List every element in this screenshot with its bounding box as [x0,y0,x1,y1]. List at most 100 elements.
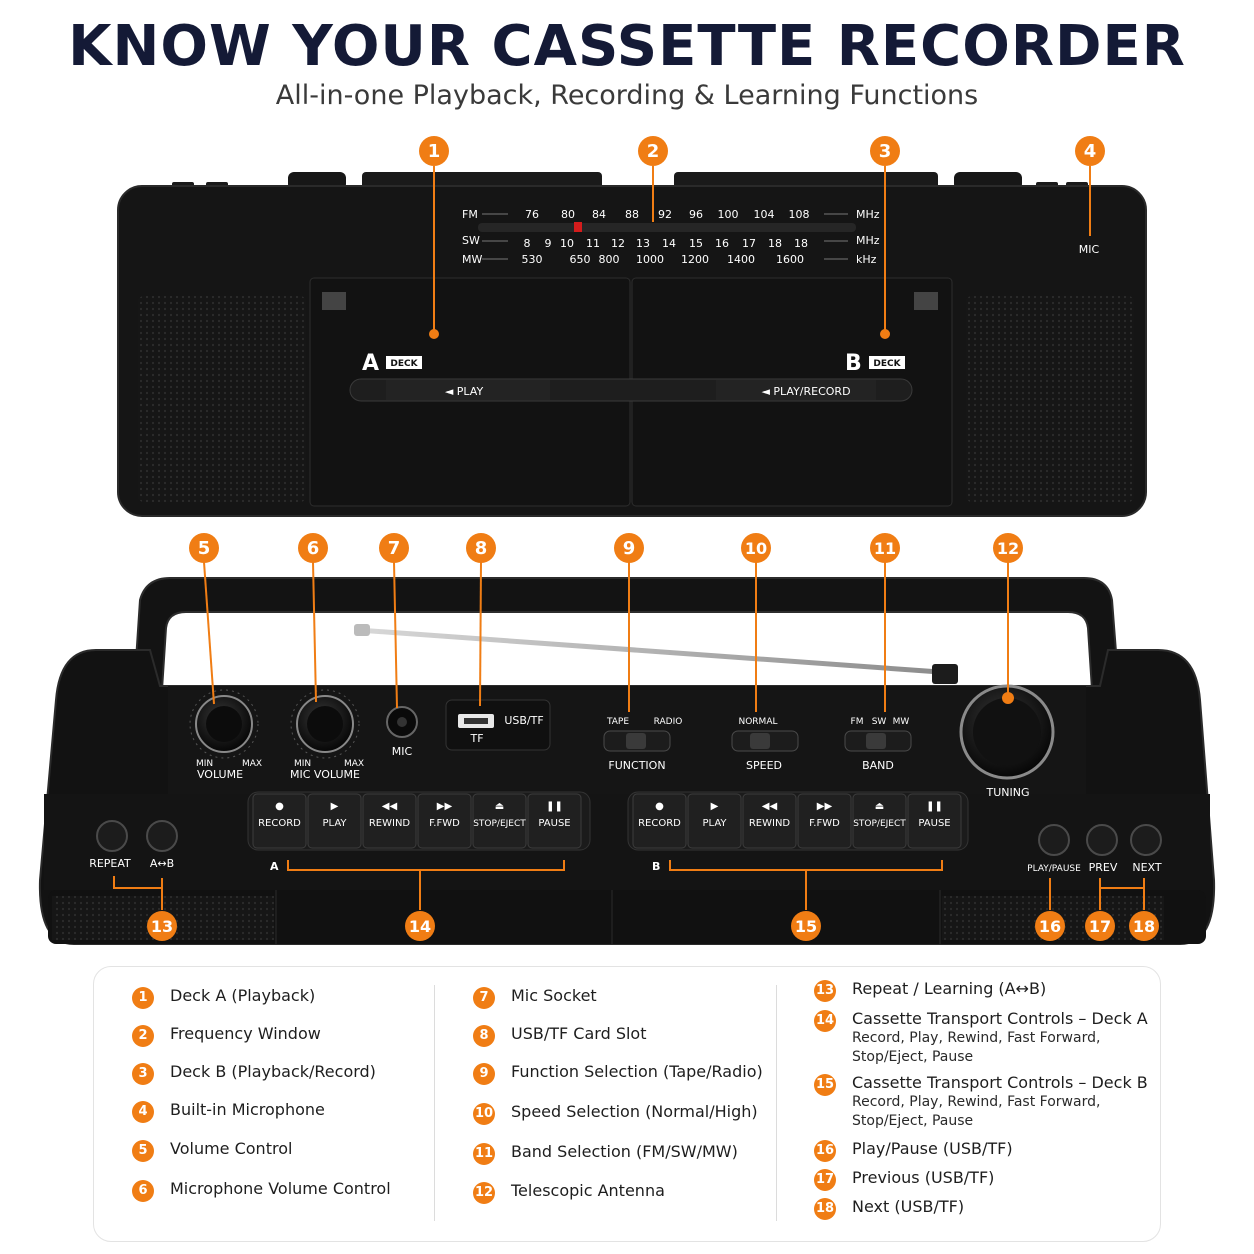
pause-icon: ❚❚ [546,801,563,812]
legend-number-badge: 9 [473,1063,495,1085]
deck-b-record-label: RECORD [638,818,681,829]
fm-scale-mark: 100 [718,208,739,221]
mw-scale-mark: 1600 [776,253,804,266]
legend-label: Frequency Window [170,1024,321,1043]
legend-item: 9 Function Selection (Tape/Radio) [473,1062,763,1085]
deck-a-fast-forward-button[interactable] [417,793,472,849]
deck-a-rewind-button[interactable] [362,793,417,849]
legend-label: Microphone Volume Control [170,1179,391,1198]
deck-b-play-record-button[interactable] [716,380,876,400]
page-subtitle: All-in-one Playback, Recording & Learnin… [275,80,979,111]
deck-b-rewind-button[interactable] [742,793,797,849]
play-pause-button[interactable] [1038,824,1070,856]
callout-number: 8 [475,538,488,559]
callout-badge-2 [638,136,668,166]
legend-label: Speed Selection (Normal/High) [511,1102,758,1121]
fm-scale-mark: 108 [789,208,810,221]
mic-volume-knob[interactable] [290,689,360,759]
callout-badge-17 [1085,911,1115,941]
callout-number: 17 [1089,917,1111,936]
deck-b-stop-eject-button[interactable] [852,793,907,849]
deck-a-stop-eject-button[interactable] [472,793,527,849]
legend-item: 6 Microphone Volume Control [132,1179,391,1202]
fm-scale-mark: 92 [658,208,672,221]
deck-b-transport-buttons: ●RECORD▶PLAY◀◀REWIND▶▶F.FWD⏏STOP/EJECT❚❚… [632,793,962,849]
sw-scale-mark: 11 [586,237,600,250]
legend-sublabel: Stop/Eject, Pause [852,1049,974,1065]
mw-scale-mark: 1000 [636,253,664,266]
band-label: BAND [862,759,894,772]
sw-scale-mark: 13 [636,237,650,250]
sw-scale-mark: 10 [560,237,574,250]
mw-scale-mark: 530 [522,253,543,266]
callout-number: 12 [997,539,1019,558]
deck-a-pause-label: PAUSE [538,818,570,829]
ab-button[interactable] [146,820,178,852]
legend-divider [776,985,777,1221]
callout-badge-1 [419,136,449,166]
play-icon: ▶ [331,801,339,812]
deck-b-play-button[interactable] [687,793,742,849]
deck-b-record-button[interactable] [632,793,687,849]
fm-scale-mark: 88 [625,208,639,221]
callout-badge-11 [870,533,900,563]
deck-a-bracket-letter: A [270,860,279,873]
volume-knob[interactable] [189,689,259,759]
callout-badge-10 [741,533,771,563]
legend-label: Next (USB/TF) [852,1197,965,1216]
prev-label: PREV [1089,861,1118,874]
deck-a-play-button[interactable] [307,793,362,849]
deck-a-record-button[interactable] [252,793,307,849]
mw-scale-mark: 1400 [727,253,755,266]
repeat-button[interactable] [96,820,128,852]
deck-b-pause-button[interactable] [907,793,962,849]
callout-badge-14 [405,911,435,941]
legend-item: 13 Repeat / Learning (A↔B) [814,979,1046,1002]
mic-socket-label: MIC [392,745,413,758]
legend-label: Repeat / Learning (A↔B) [852,979,1047,998]
pause-icon: ❚❚ [926,801,943,812]
legend-label: Deck B (Playback/Record) [170,1062,376,1081]
legend-label: Function Selection (Tape/Radio) [511,1062,763,1081]
deck-b-pause-label: PAUSE [918,818,950,829]
deck-a-pause-button[interactable] [527,793,582,849]
callout-badge-4 [1075,136,1105,166]
callout-badge-5 [189,533,219,563]
callout-badge-8 [466,533,496,563]
repeat-label: REPEAT [89,857,131,870]
legend-label: Play/Pause (USB/TF) [852,1139,1013,1158]
band-sw-label: SW [872,717,887,727]
prev-button[interactable] [1086,824,1118,856]
legend-sublabel: Stop/Eject, Pause [852,1113,974,1129]
fast-forward-icon: ▶▶ [437,801,453,812]
callout-leader-lines [113,166,1145,910]
record-icon: ● [275,801,284,812]
tuning-knob[interactable] [959,684,1055,780]
deck-a-play-button[interactable] [386,380,550,400]
legend-number-badge: 13 [814,980,836,1002]
legend-number-badge: 4 [132,1101,154,1123]
tf-label: TF [469,732,483,745]
legend-sublabel: Record, Play, Rewind, Fast Forward, [852,1030,1101,1046]
next-button[interactable] [1130,824,1162,856]
front-mic-label: MIC [1079,243,1100,256]
legend-number-badge: 6 [132,1180,154,1202]
deck-b-fast-forward-button[interactable] [797,793,852,849]
legend-number-badge: 16 [814,1140,836,1162]
callout-number: 4 [1084,141,1097,162]
callout-number: 16 [1039,917,1061,936]
deck-b-play-record-label: ◄ PLAY/RECORD [761,385,850,398]
volume-max: MAX [242,759,262,769]
legend-label: Telescopic Antenna [511,1181,665,1200]
fm-scale-mark: 104 [754,208,775,221]
callout-number: 7 [388,538,401,559]
